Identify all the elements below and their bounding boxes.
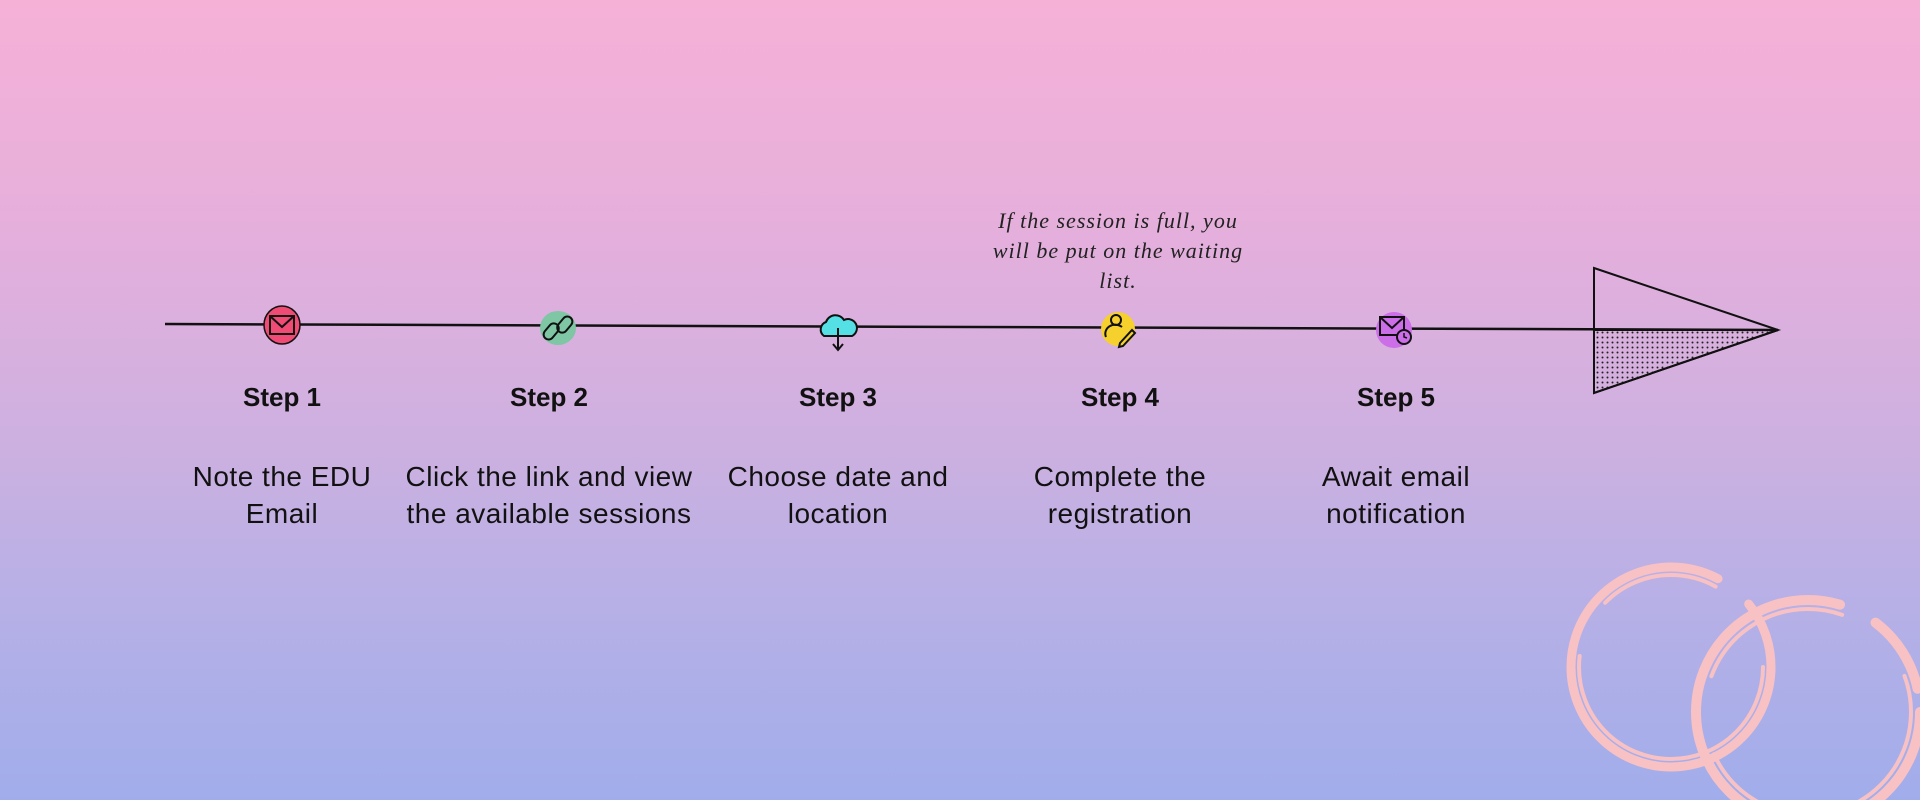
link-icon xyxy=(540,311,576,345)
step-label: Step 4 xyxy=(1080,382,1160,412)
step-label: Step 1 xyxy=(242,382,322,412)
step-label: Step 3 xyxy=(798,382,878,412)
step-label: Step 5 xyxy=(1356,382,1436,412)
step-description: Click the link and view the available se… xyxy=(405,461,693,529)
step-description: Await email notification xyxy=(1321,461,1471,529)
step-description: Note the EDU Email xyxy=(192,461,372,529)
cloud-download-icon xyxy=(819,314,858,352)
timeline-line xyxy=(164,322,1779,332)
decorative-brush-circles xyxy=(1566,562,1920,800)
step-label: Step 2 xyxy=(509,382,589,412)
step-description: Choose date and location xyxy=(727,461,949,529)
mail-clock-icon xyxy=(1376,312,1412,348)
user-edit-icon xyxy=(1101,312,1137,349)
mail-icon xyxy=(263,305,301,345)
waiting-list-note: If the session is full, you will be put … xyxy=(992,208,1244,293)
arrowhead xyxy=(1593,266,1782,395)
step-description: Complete the registration xyxy=(1033,461,1207,529)
